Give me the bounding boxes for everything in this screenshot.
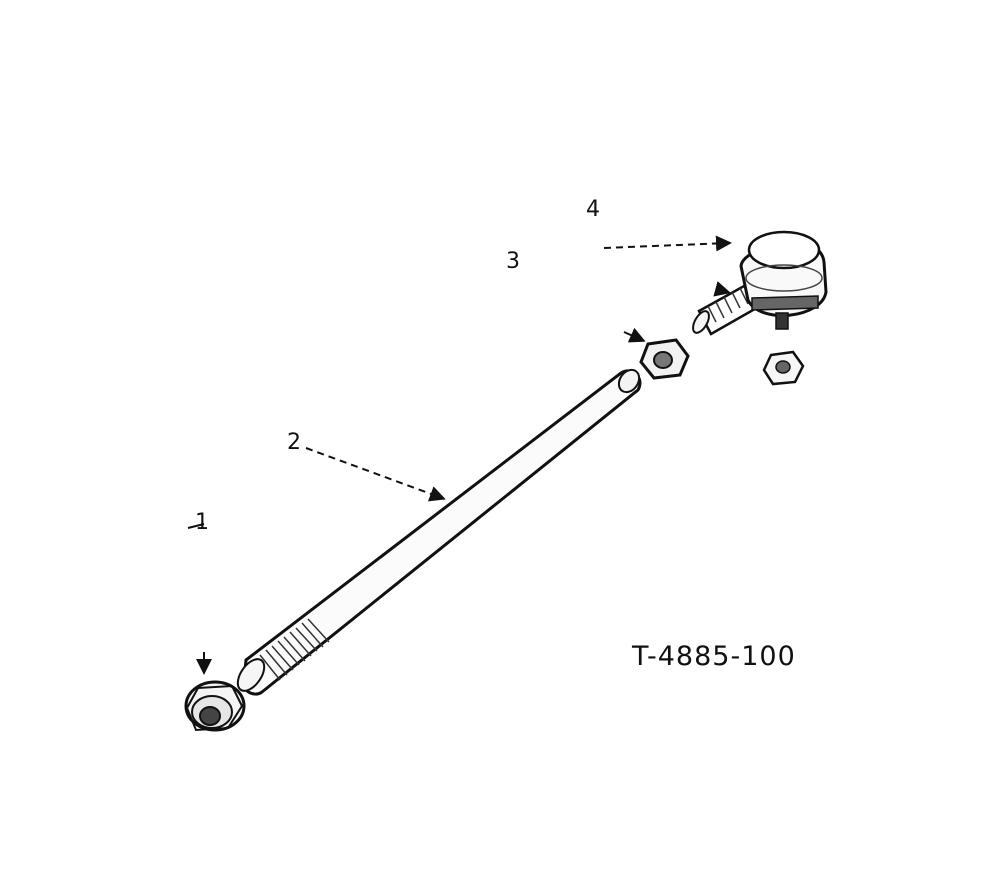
callout-2: 2 — [287, 430, 301, 455]
castle-nut — [762, 350, 805, 386]
lower-jam-nut — [184, 680, 246, 732]
callout-3: 3 — [506, 249, 520, 274]
drawing-number: T-4885-100 — [632, 641, 796, 672]
leader-lines — [187, 235, 732, 675]
callout-1: 1 — [195, 510, 209, 535]
tie-rod-end — [692, 230, 828, 336]
upper-jam-nut — [639, 338, 690, 380]
callout-4: 4 — [586, 197, 600, 222]
tie-rod-tube — [236, 368, 642, 696]
